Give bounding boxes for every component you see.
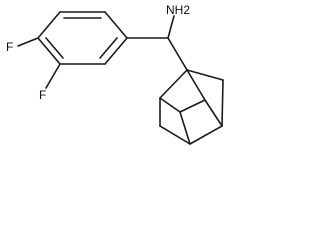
cage-bond [179, 99, 206, 113]
ring-bond [104, 37, 128, 65]
ring-double-bond [45, 37, 64, 59]
ring-bond [37, 11, 61, 39]
benzene-ring [37, 11, 128, 65]
c-n-bond [167, 15, 175, 39]
ring-bond [37, 37, 61, 65]
adamantane-cage [159, 69, 224, 145]
methine-adamantyl-bond [167, 37, 188, 71]
ring-double-bond [99, 37, 118, 59]
ring-bond [104, 11, 128, 39]
c-f-bond [45, 63, 61, 89]
cage-bond [159, 97, 181, 113]
c-f-bond [17, 37, 39, 47]
fluorine-substituents [17, 37, 61, 89]
cage-bond [186, 69, 206, 101]
aminomethyl-fragment [126, 15, 188, 71]
cage-bond [186, 69, 224, 81]
amine-label: NH2 [166, 3, 190, 17]
cage-bond [179, 111, 191, 145]
cage-bond [159, 69, 188, 99]
chemical-structure-diagram: NH2 F F [6, 3, 224, 145]
cage-bond [221, 79, 224, 127]
fluorine-label-bottom: F [39, 88, 46, 102]
cage-bond [204, 99, 223, 127]
cage-bond [159, 125, 191, 145]
fluorine-label-top: F [6, 40, 13, 54]
cage-bond [189, 125, 223, 145]
